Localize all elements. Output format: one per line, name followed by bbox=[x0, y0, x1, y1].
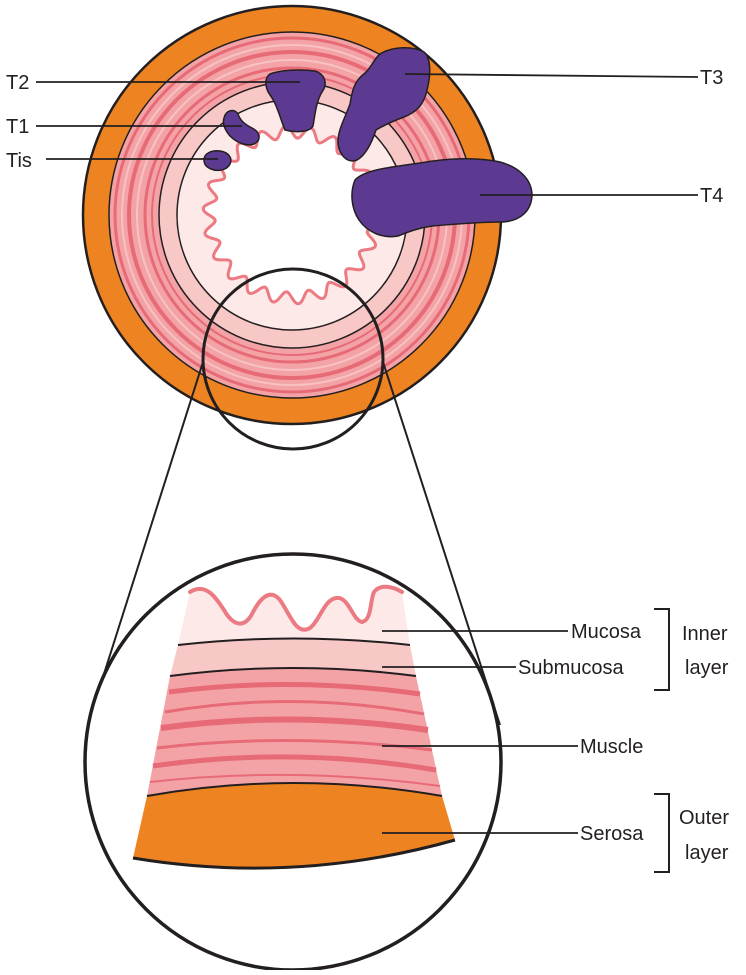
label-inner-2: layer bbox=[685, 657, 729, 679]
label-mucosa: Mucosa bbox=[571, 621, 642, 643]
label-outer-2: layer bbox=[685, 842, 729, 864]
label-tis: Tis bbox=[6, 150, 32, 172]
tumor-tis bbox=[204, 151, 231, 171]
label-t3: T3 bbox=[700, 67, 723, 89]
layer-label-group: Mucosa Submucosa Muscle Serosa bbox=[518, 621, 644, 845]
label-t4: T4 bbox=[700, 185, 723, 207]
bowel-cross-section bbox=[83, 6, 532, 424]
group-label-group: Inner layer Outer layer bbox=[679, 623, 729, 864]
tumor-t4 bbox=[352, 159, 532, 237]
label-serosa: Serosa bbox=[580, 823, 644, 845]
grouping-brackets bbox=[654, 609, 669, 872]
label-submucosa: Submucosa bbox=[518, 657, 624, 679]
inner-layer-bracket bbox=[654, 609, 669, 690]
label-t2: T2 bbox=[6, 72, 29, 94]
label-t1: T1 bbox=[6, 116, 29, 138]
outer-layer-bracket bbox=[654, 794, 669, 872]
label-outer-1: Outer bbox=[679, 807, 729, 829]
label-muscle: Muscle bbox=[580, 736, 643, 758]
label-inner-1: Inner bbox=[682, 623, 728, 645]
